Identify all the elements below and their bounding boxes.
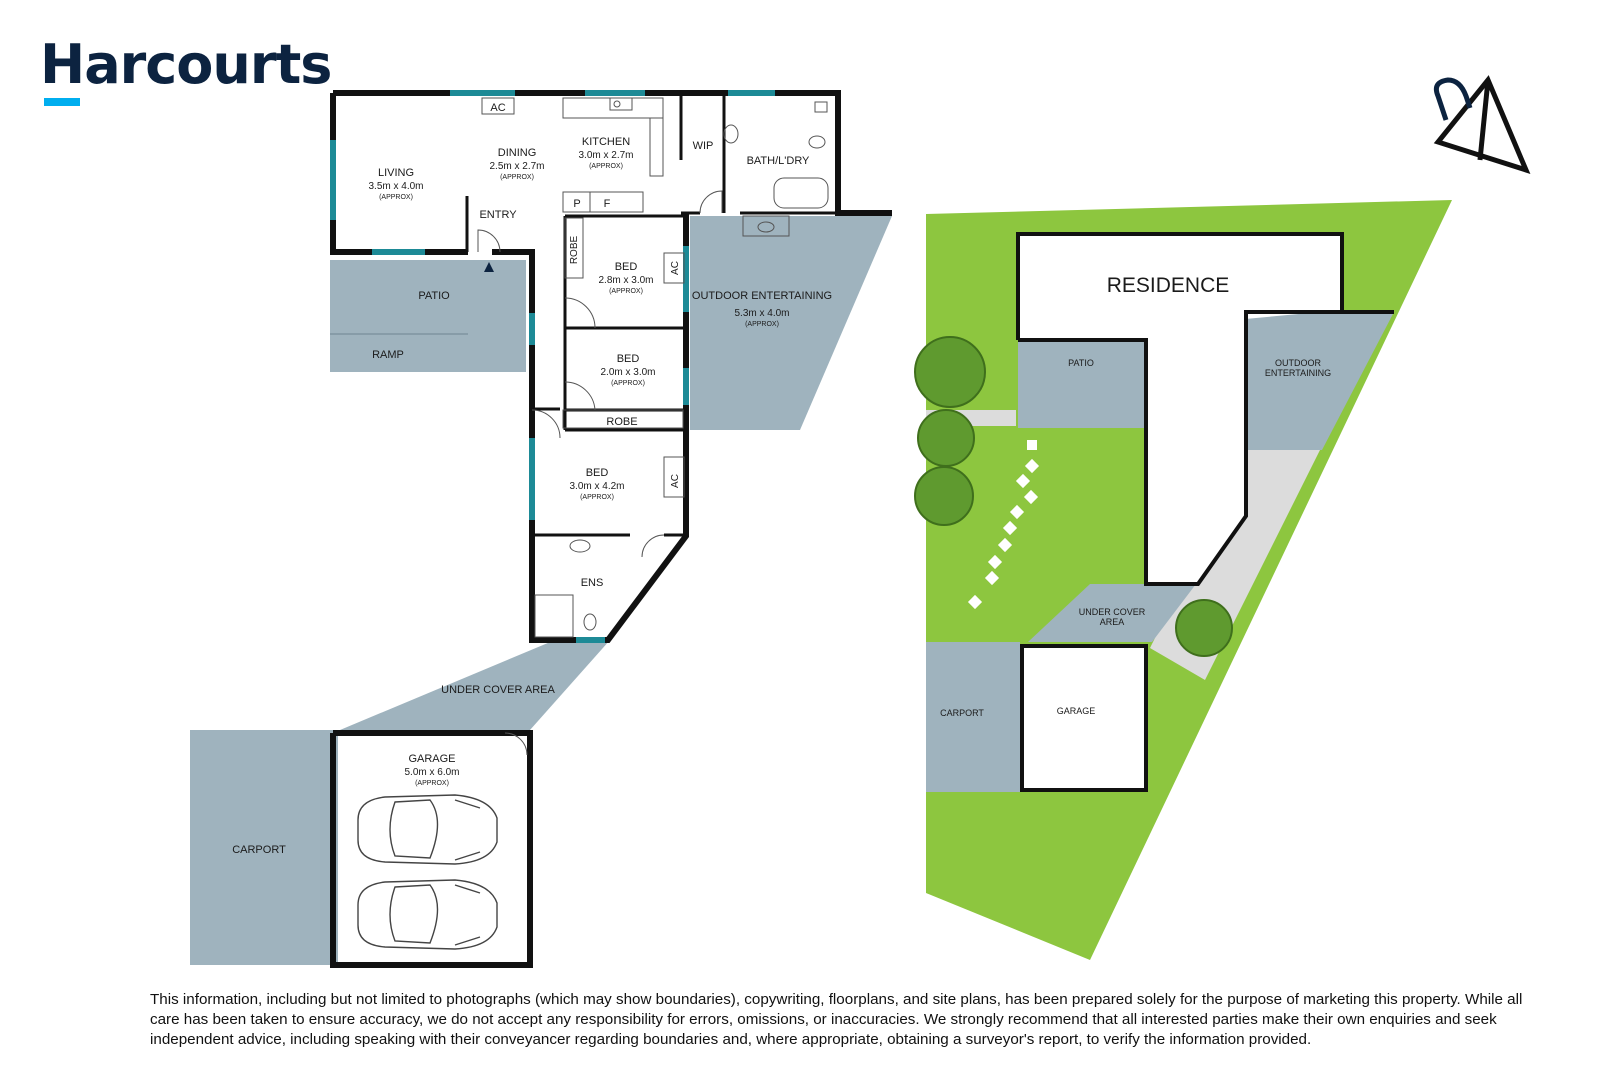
bed3-label: BED	[586, 467, 609, 479]
dining-size: 2.5m x 2.7m	[489, 161, 544, 172]
garage-label: GARAGE	[408, 753, 455, 765]
site-patio-area	[1018, 340, 1146, 428]
dining-approx: (APPROX)	[500, 174, 534, 181]
north-arrow-icon	[1433, 75, 1531, 175]
living-size: 3.5m x 4.0m	[368, 181, 423, 192]
tree-icon	[917, 409, 975, 467]
bed2-size: 2.0m x 3.0m	[600, 367, 655, 378]
outdoor-entertaining-area	[690, 216, 892, 430]
tree-icon	[1175, 599, 1233, 657]
ac-label-dining: AC	[490, 102, 505, 114]
tree-icon	[914, 336, 986, 408]
car-icon-2	[357, 879, 498, 950]
entry-arrow-icon	[484, 262, 494, 272]
residence-fill	[1020, 236, 1340, 582]
ensuite-label: ENS	[581, 577, 604, 589]
ac-label-bed1: AC	[670, 261, 681, 275]
living-approx: (APPROX)	[379, 194, 413, 201]
bed1-label: BED	[615, 261, 638, 273]
kitchen-size: 3.0m x 2.7m	[578, 150, 633, 161]
floor-plan: LIVING 3.5m x 4.0m (APPROX) DINING 2.5m …	[190, 90, 892, 968]
dining-label: DINING	[498, 147, 537, 159]
site-undercover-area	[1028, 584, 1196, 642]
tree-icons	[914, 336, 1233, 657]
carport-label: CARPORT	[232, 844, 286, 856]
wip-label: WIP	[693, 140, 714, 152]
patio-label: PATIO	[418, 290, 450, 302]
interior-walls	[465, 96, 838, 537]
undercover-area	[340, 640, 610, 730]
kitchen-label: KITCHEN	[582, 136, 630, 148]
site-garage	[1020, 644, 1148, 792]
fridge-label: F	[604, 198, 611, 210]
site-garage-label: GARAGE	[1057, 706, 1096, 716]
brand-accent-bar	[44, 98, 80, 106]
garage-approx: (APPROX)	[415, 780, 449, 787]
carport-area	[190, 730, 338, 965]
site-outdoor-label-line1: OUTDOOR	[1275, 358, 1321, 368]
floorplan-labels: LIVING 3.5m x 4.0m (APPROX) DINING 2.5m …	[232, 102, 832, 856]
site-outdoor-label-line2: ENTERTAINING	[1265, 368, 1331, 378]
site-undercover-label-line2: AREA	[1100, 617, 1125, 627]
bath-laundry-label: BATH/L'DRY	[747, 155, 810, 167]
garage-size: 5.0m x 6.0m	[404, 767, 459, 778]
ac-label-bed3: AC	[670, 474, 681, 488]
bed1-approx: (APPROX)	[609, 288, 643, 295]
outdoor-entertaining-size: 5.3m x 4.0m	[734, 308, 789, 319]
tree-icon	[914, 466, 974, 526]
site-carport-area	[926, 642, 1020, 792]
stepping-stones	[967, 440, 1040, 610]
bed2-label: BED	[617, 353, 640, 365]
bed3-size: 3.0m x 4.2m	[569, 481, 624, 492]
disclaimer-text: This information, including but not limi…	[150, 991, 1523, 1048]
site-undercover-label-line1: UNDER COVER	[1079, 607, 1146, 617]
residence-label: RESIDENCE	[1107, 274, 1230, 297]
robe-label-bed2: ROBE	[606, 416, 637, 428]
site-plan: RESIDENCE PATIO OUTDOOR ENTERTAINING UND…	[914, 200, 1452, 960]
pantry-label: P	[573, 198, 580, 210]
site-carport-label: CARPORT	[940, 708, 984, 718]
windows	[330, 90, 775, 643]
undercover-label: UNDER COVER AREA	[441, 684, 555, 696]
robe-label-bed1: ROBE	[569, 236, 580, 265]
outdoor-entertaining-approx: (APPROX)	[745, 321, 779, 328]
living-label: LIVING	[378, 167, 414, 179]
site-patio-label: PATIO	[1068, 358, 1094, 368]
residence-outline	[1018, 310, 1394, 586]
fixtures	[477, 97, 829, 756]
brand-logo: Harcourts	[40, 33, 332, 96]
site-outdoor-area	[1248, 312, 1394, 450]
patio-area	[330, 260, 526, 372]
ramp-label: RAMP	[372, 349, 404, 361]
car-icon-1	[357, 794, 498, 865]
bed2-approx: (APPROX)	[611, 380, 645, 387]
bed3-approx: (APPROX)	[580, 494, 614, 501]
kitchen-approx: (APPROX)	[589, 163, 623, 170]
entry-label: ENTRY	[479, 209, 517, 221]
bed1-size: 2.8m x 3.0m	[598, 275, 653, 286]
outdoor-entertaining-label: OUTDOOR ENTERTAINING	[692, 290, 832, 302]
siteplan-labels: RESIDENCE PATIO OUTDOOR ENTERTAINING UND…	[940, 274, 1331, 718]
